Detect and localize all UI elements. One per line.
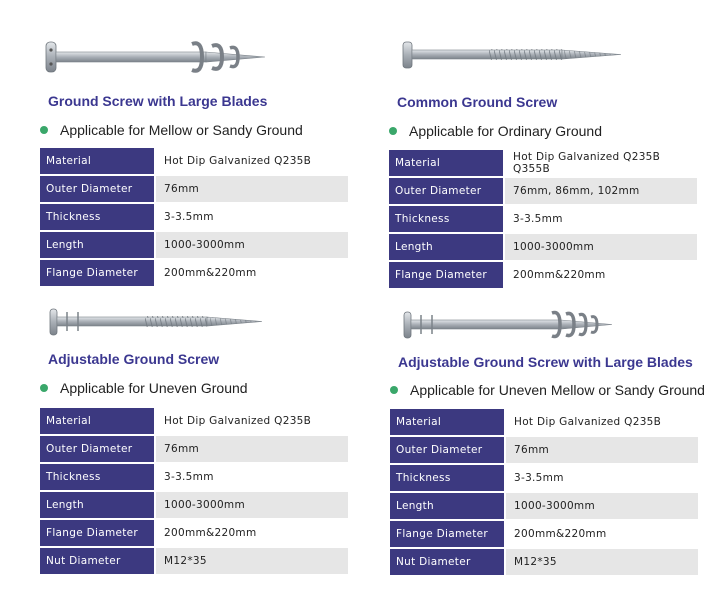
- row-label: Material: [389, 150, 503, 176]
- panel-large-blades: Ground Screw with Large Blades Applicabl…: [40, 38, 352, 298]
- row-label: Thickness: [40, 204, 154, 230]
- applicability-line: Applicable for Uneven Mellow or Sandy Gr…: [390, 382, 705, 398]
- row-label: Flange Diameter: [40, 260, 154, 286]
- bullet-dot-icon: [390, 386, 398, 394]
- row-label: Length: [40, 492, 154, 518]
- row-label: Flange Diameter: [389, 262, 503, 288]
- row-value: M12*35: [154, 548, 348, 574]
- applicability-line: Applicable for Ordinary Ground: [389, 123, 602, 139]
- applicability-line: Applicable for Mellow or Sandy Ground: [40, 122, 303, 138]
- row-label: Thickness: [390, 465, 504, 491]
- adjustable-screw-icon: [49, 308, 263, 336]
- applicability-text: Applicable for Mellow or Sandy Ground: [60, 122, 303, 138]
- applicability-text: Applicable for Ordinary Ground: [409, 123, 602, 139]
- row-value: 1000-3000mm: [503, 234, 697, 260]
- row-label: Outer Diameter: [390, 437, 504, 463]
- row-value: 76mm: [154, 176, 348, 202]
- panel-title: Ground Screw with Large Blades: [48, 93, 268, 109]
- row-label: Thickness: [40, 464, 154, 490]
- panel-common: Common Ground Screw Applicable for Ordin…: [389, 38, 701, 298]
- row-value: 76mm: [504, 437, 698, 463]
- row-label: Outer Diameter: [40, 176, 154, 202]
- row-value: 3-3.5mm: [154, 464, 348, 490]
- row-label: Material: [390, 409, 504, 435]
- common-screw-icon: [402, 41, 622, 69]
- row-value: Hot Dip Galvanized Q235B Q355B: [503, 150, 697, 176]
- row-value: Hot Dip Galvanized Q235B: [504, 409, 698, 435]
- row-label: Material: [40, 408, 154, 434]
- row-label: Material: [40, 148, 154, 174]
- large-blade-screw-icon: [45, 41, 266, 73]
- row-label: Flange Diameter: [40, 520, 154, 546]
- row-label: Flange Diameter: [390, 521, 504, 547]
- row-label: Nut Diameter: [40, 548, 154, 574]
- row-value: 1000-3000mm: [154, 232, 348, 258]
- panel-adjustable: Adjustable Ground Screw Applicable for U…: [40, 306, 352, 596]
- panel-title: Adjustable Ground Screw with Large Blade…: [398, 354, 693, 370]
- applicability-line: Applicable for Uneven Ground: [40, 380, 248, 396]
- row-value: 76mm: [154, 436, 348, 462]
- applicability-text: Applicable for Uneven Mellow or Sandy Gr…: [410, 382, 705, 398]
- adjustable-large-blade-screw-icon: [403, 310, 613, 339]
- row-value: 3-3.5mm: [504, 465, 698, 491]
- row-label: Length: [40, 232, 154, 258]
- row-label: Length: [389, 234, 503, 260]
- row-value: Hot Dip Galvanized Q235B: [154, 408, 348, 434]
- row-value: Hot Dip Galvanized Q235B: [154, 148, 348, 174]
- row-value: 3-3.5mm: [154, 204, 348, 230]
- row-value: 1000-3000mm: [504, 493, 698, 519]
- row-value: 1000-3000mm: [154, 492, 348, 518]
- row-value: 200mm&220mm: [504, 521, 698, 547]
- row-value: 76mm, 86mm, 102mm: [503, 178, 697, 204]
- row-value: 200mm&220mm: [154, 520, 348, 546]
- row-label: Outer Diameter: [389, 178, 503, 204]
- panel-title: Adjustable Ground Screw: [48, 351, 220, 367]
- bullet-dot-icon: [40, 384, 48, 392]
- row-label: Thickness: [389, 206, 503, 232]
- row-label: Nut Diameter: [390, 549, 504, 575]
- panel-adjustable-large-blades: Adjustable Ground Screw with Large Blade…: [390, 308, 705, 598]
- row-label: Length: [390, 493, 504, 519]
- row-value: 3-3.5mm: [503, 206, 697, 232]
- row-value: 200mm&220mm: [154, 260, 348, 286]
- row-value: 200mm&220mm: [503, 262, 697, 288]
- panel-title: Common Ground Screw: [397, 94, 558, 110]
- row-value: M12*35: [504, 549, 698, 575]
- bullet-dot-icon: [40, 126, 48, 134]
- bullet-dot-icon: [389, 127, 397, 135]
- applicability-text: Applicable for Uneven Ground: [60, 380, 248, 396]
- row-label: Outer Diameter: [40, 436, 154, 462]
